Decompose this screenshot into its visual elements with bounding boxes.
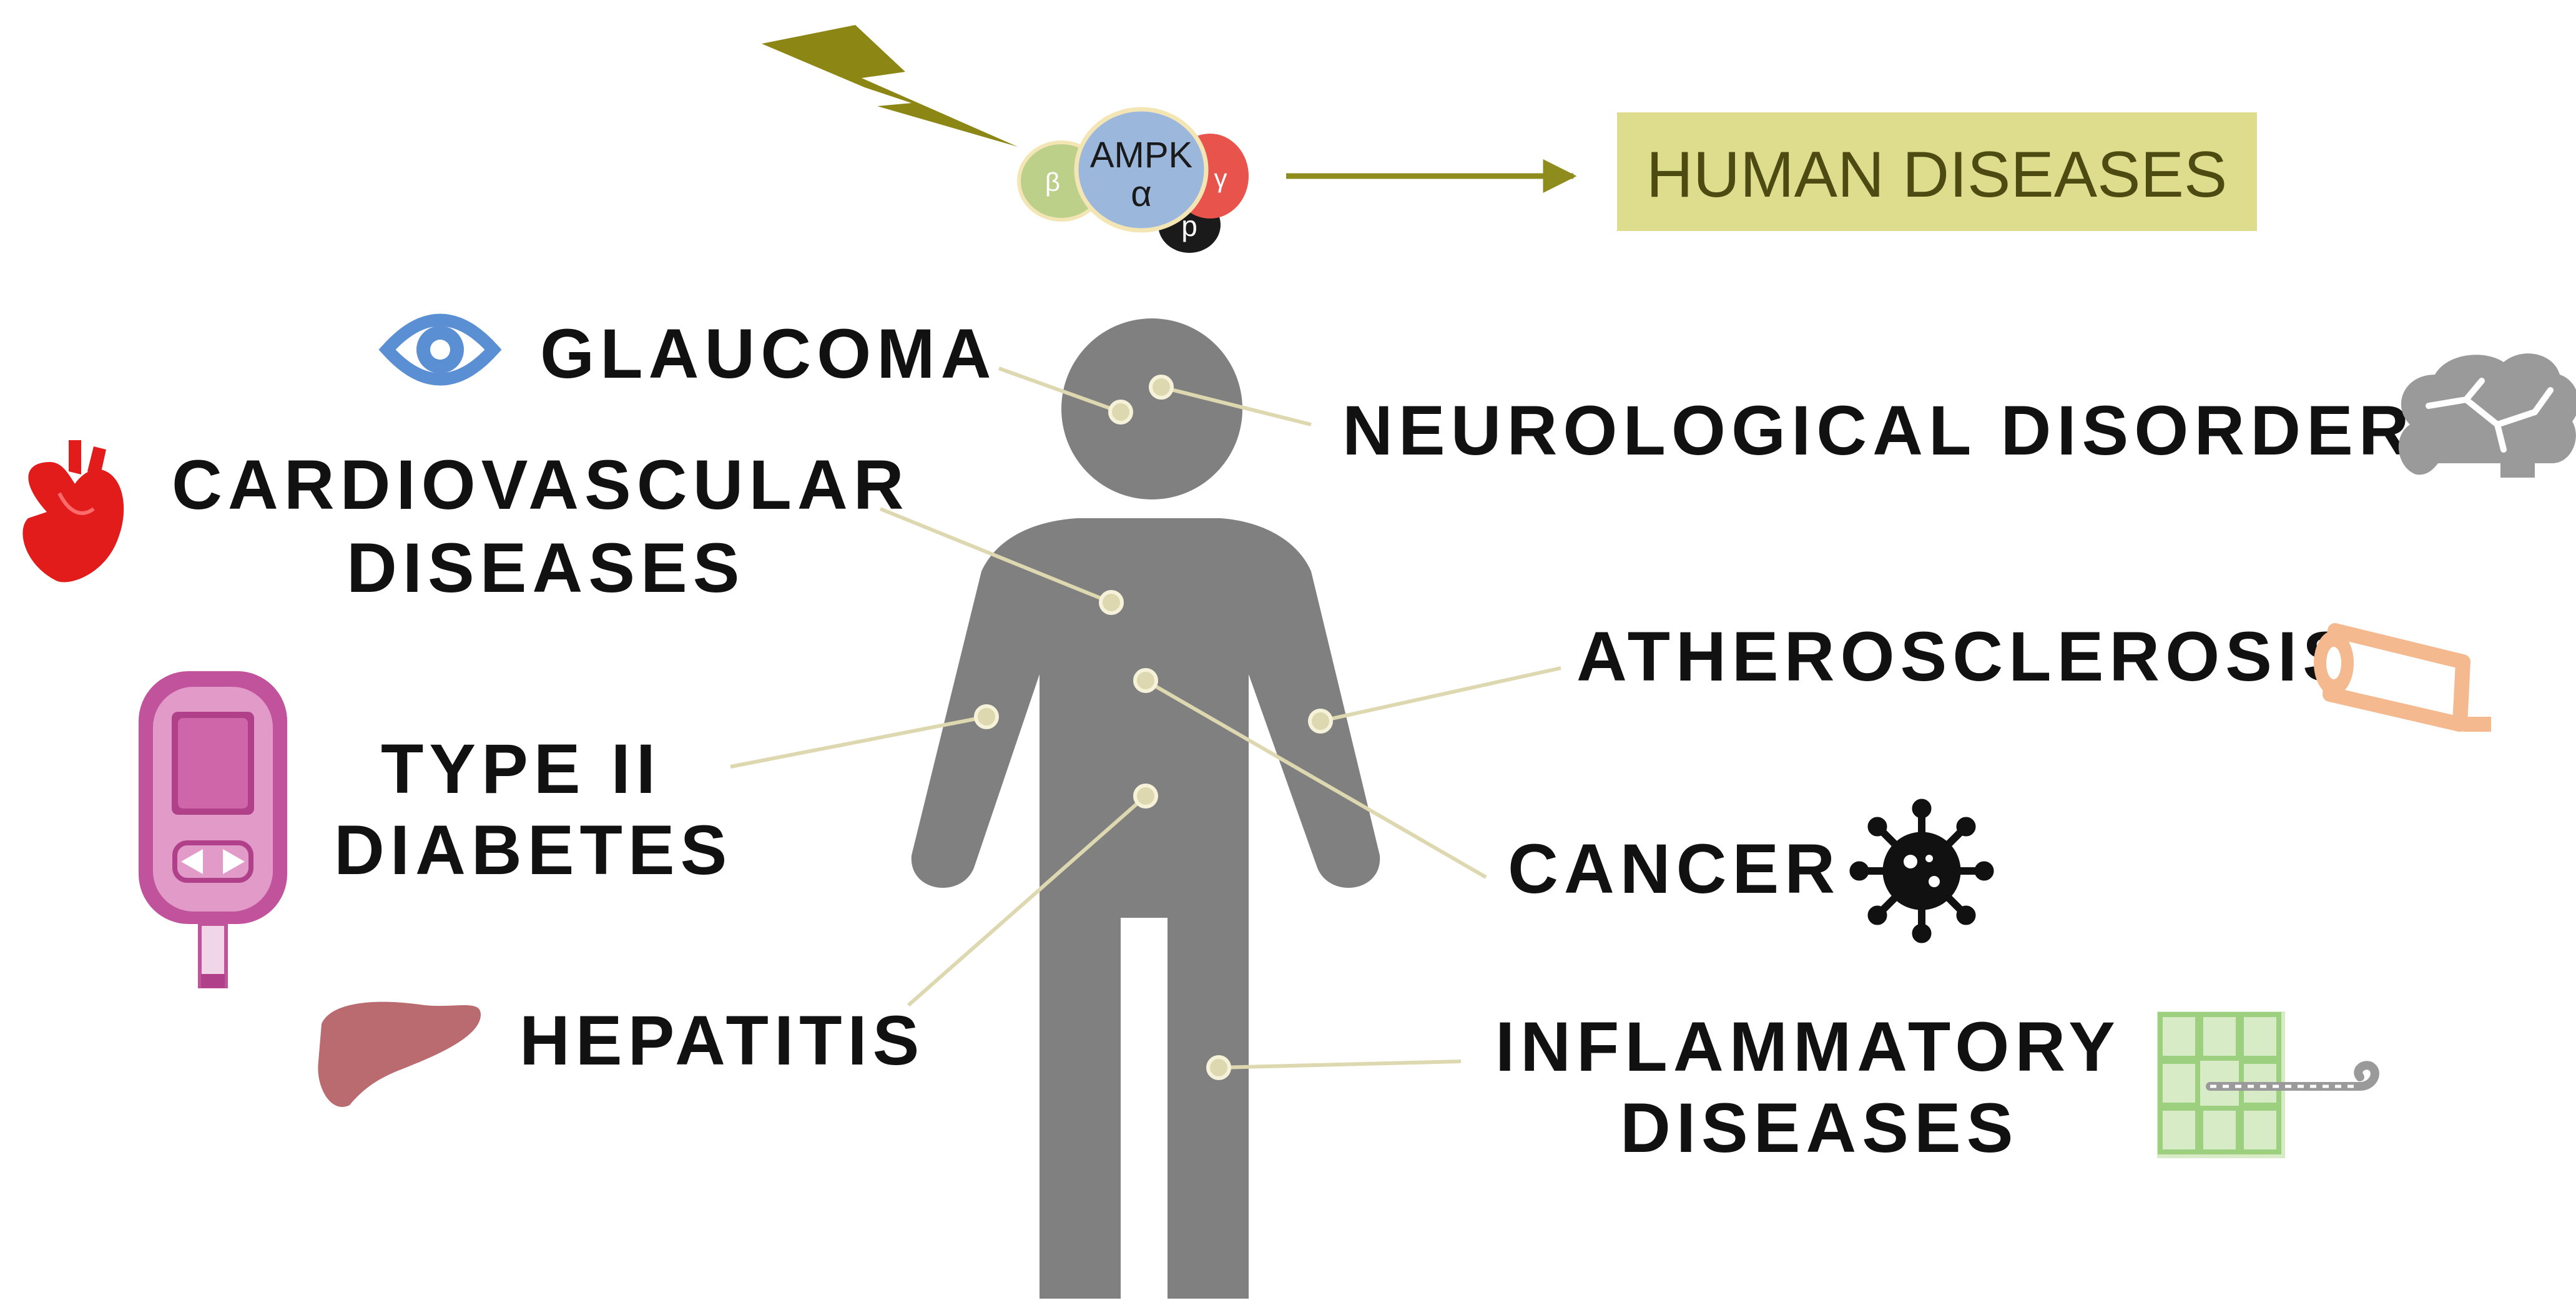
dot-athero xyxy=(1308,709,1333,734)
connector-lines xyxy=(730,366,1561,1070)
human-silhouette xyxy=(911,318,1380,1299)
label-diabetes: DIABETES xyxy=(334,811,732,889)
subunit-beta-label: β xyxy=(1045,167,1060,197)
ampk-complex: p β γ AMPK α xyxy=(1017,107,1249,253)
dot-inflammatory xyxy=(1206,1055,1231,1080)
label-hepatitis: HEPATITIS xyxy=(519,1001,925,1079)
virus-icon xyxy=(1849,799,1994,943)
human-diseases-label: HUMAN DISEASES xyxy=(1646,139,2227,211)
human-diseases-box xyxy=(1617,112,2257,231)
label-inflammatory-diseases: DISEASES xyxy=(1620,1089,2018,1167)
dot-neuro xyxy=(1149,375,1174,400)
label-type-ii: TYPE II xyxy=(381,730,661,808)
label-cardiovascular: CARDIOVASCULAR xyxy=(172,446,910,524)
subunit-gamma-label: γ xyxy=(1214,164,1227,193)
head xyxy=(1061,318,1242,499)
label-neurological-disorders: NEUROLOGICAL DISORDERS xyxy=(1342,391,2467,470)
eye-icon xyxy=(378,313,502,386)
alpha-label: α xyxy=(1131,174,1152,214)
dot-diabetes xyxy=(974,704,999,729)
artery-icon xyxy=(2314,623,2491,732)
lightning-bolt-icon xyxy=(762,25,1018,147)
ampk-alpha-circle xyxy=(1074,107,1209,233)
torso xyxy=(911,518,1380,1299)
intestine-icon xyxy=(2157,1011,2379,1158)
label-cancer: CANCER xyxy=(1508,830,1841,908)
label-atherosclerosis: ATHEROSCLEROSIS xyxy=(1576,617,2355,696)
liver-icon xyxy=(318,1001,481,1107)
heart-icon xyxy=(22,440,124,583)
glucometer-icon xyxy=(139,671,287,988)
ampk-label: AMPK xyxy=(1090,135,1193,175)
label-glaucoma: GLAUCOMA xyxy=(540,315,996,393)
dot-cancer xyxy=(1133,668,1158,693)
dot-hepatitis xyxy=(1133,784,1158,809)
dot-glaucoma xyxy=(1108,400,1133,425)
body-dots xyxy=(974,375,1333,1080)
label-inflammatory: INFLAMMATORY xyxy=(1495,1008,2121,1086)
dot-cardio xyxy=(1099,590,1124,615)
label-cardiovascular-diseases: DISEASES xyxy=(347,529,745,607)
brain-icon xyxy=(2399,353,2576,478)
